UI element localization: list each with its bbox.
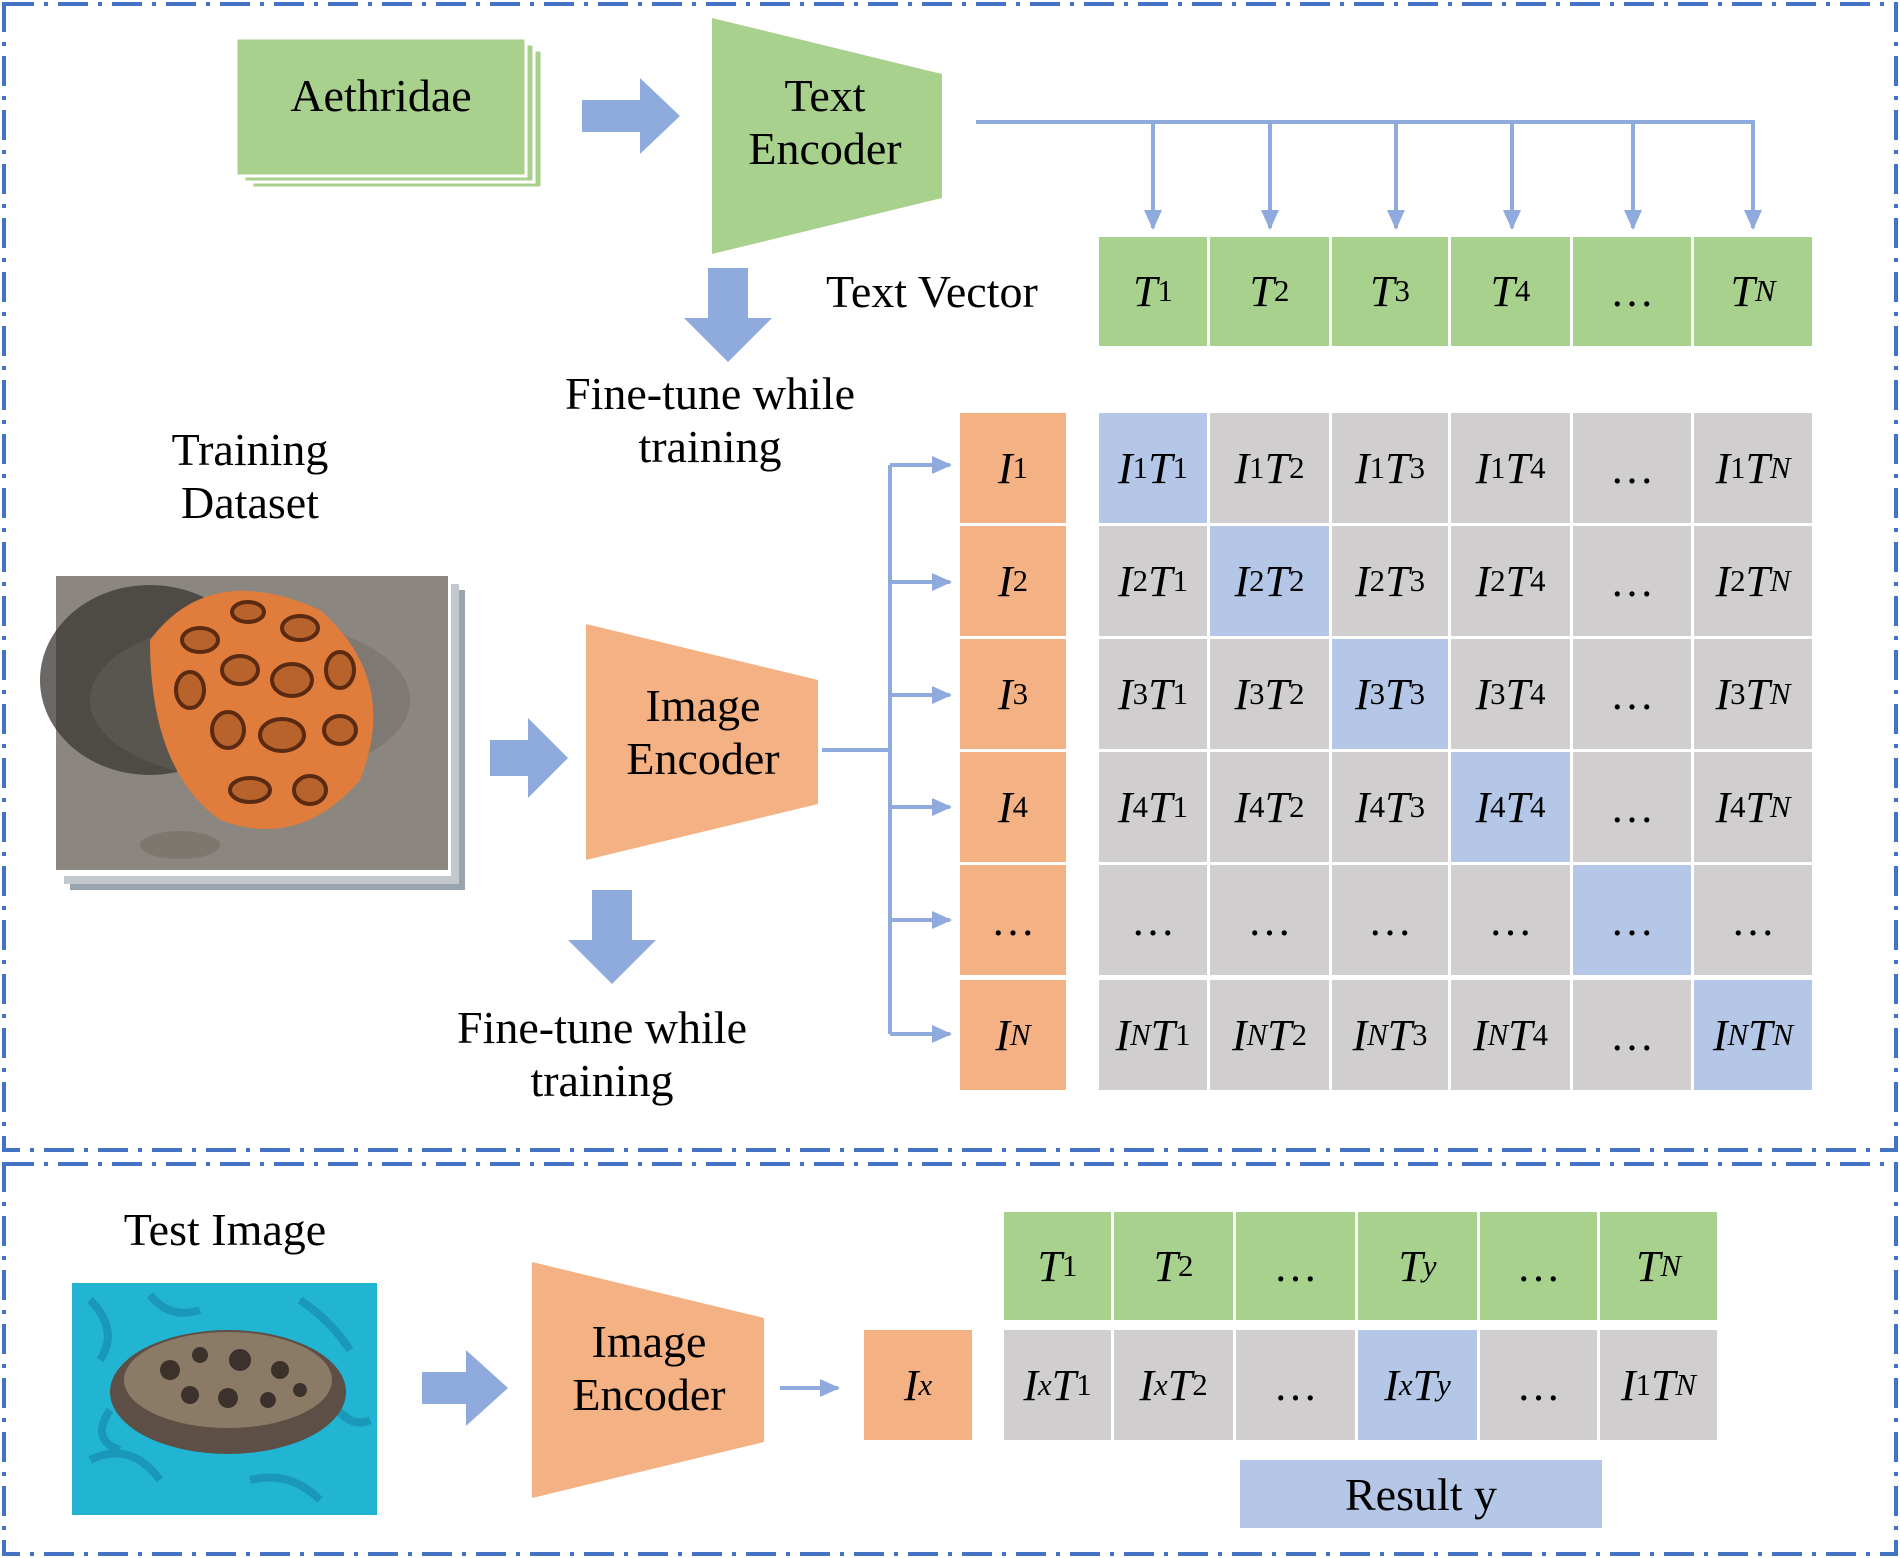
training-dataset-label: Training Dataset: [171, 424, 329, 528]
image-encoder-label: Image Encoder: [626, 680, 780, 784]
matrix-cell: …: [1332, 865, 1448, 975]
test-text-cell: …: [1236, 1212, 1355, 1320]
test-similarity-cell: …: [1480, 1330, 1597, 1440]
matrix-cell: …: [1694, 865, 1812, 975]
result-box: Result y: [1240, 1460, 1602, 1528]
matrix-cell: …: [1451, 865, 1570, 975]
block-arrow-finetune-top: [684, 268, 772, 362]
test-similarity-cell: …: [1236, 1330, 1355, 1440]
fine-tune-top-label: Fine-tune while training: [565, 368, 855, 472]
text-encoder-label: Text Encoder: [748, 70, 902, 174]
image-vector-bus: [822, 456, 952, 1043]
matrix-cell: …: [1210, 865, 1329, 975]
image-vector-cell: …: [960, 865, 1066, 975]
matrix-cell: …: [1573, 526, 1691, 636]
matrix-cell: …: [1573, 413, 1691, 523]
test-photo: [72, 1283, 377, 1515]
test-image-encoder-label: Image Encoder: [572, 1316, 726, 1420]
test-image-encoder-shape: [532, 1262, 764, 1498]
test-image-label: Test Image: [123, 1204, 327, 1255]
matrix-cell: …: [1099, 865, 1207, 975]
class-name-label: Aethridae: [290, 70, 472, 121]
training-frame: [2, 2, 1898, 1152]
block-arrow-class-to-encoder: [582, 78, 680, 154]
block-arrow-finetune-bottom: [568, 890, 656, 984]
text-vector-label: Text Vector: [826, 266, 1038, 317]
block-arrow-test-to-encoder: [422, 1350, 508, 1426]
text-vector-cell: …: [1573, 237, 1691, 346]
fine-tune-bottom-label: Fine-tune while training: [457, 1002, 747, 1106]
image-encoder-shape: [586, 624, 818, 860]
text-vector-bus: [976, 120, 1762, 230]
test-text-cell: …: [1480, 1212, 1597, 1320]
matrix-cell: …: [1573, 980, 1691, 1090]
class-card-stack: [234, 36, 544, 190]
matrix-cell: …: [1573, 865, 1691, 975]
matrix-cell: …: [1573, 639, 1691, 749]
matrix-cell: …: [1573, 752, 1691, 862]
test-frame: [2, 1162, 1898, 1556]
text-encoder-shape: [712, 18, 942, 254]
training-photo: [40, 576, 465, 890]
block-arrow-dataset-to-encoder: [490, 718, 568, 798]
